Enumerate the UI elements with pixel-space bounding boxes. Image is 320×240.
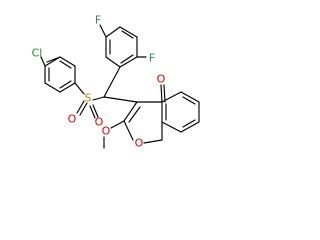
benzo-ring	[161, 91, 200, 133]
sulfonyl-group	[76, 96, 105, 119]
carbonyl-oxygen-label: O	[157, 73, 166, 86]
sulfonyl-oxygen-bottom-label: O	[95, 116, 104, 129]
molecule-diagram: Cl F F S O O O O O	[32, 14, 200, 150]
structure-svg: Cl F F S O O O O O	[32, 14, 200, 150]
pyranone-ring	[103, 84, 166, 149]
chlorine-label: Cl	[32, 47, 43, 60]
sulfonyl-oxygen-left-label: O	[68, 113, 77, 126]
fluorine-right-label: F	[149, 52, 155, 65]
fluorine-top-label: F	[95, 14, 101, 27]
sulfur-label: S	[85, 92, 92, 105]
methine-bonds	[103, 66, 138, 103]
methoxy-oxygen-label: O	[102, 125, 111, 138]
ring-oxygen-label: O	[135, 137, 144, 150]
difluorophenyl-ring	[99, 24, 147, 68]
chlorophenyl-ring	[40, 56, 85, 95]
